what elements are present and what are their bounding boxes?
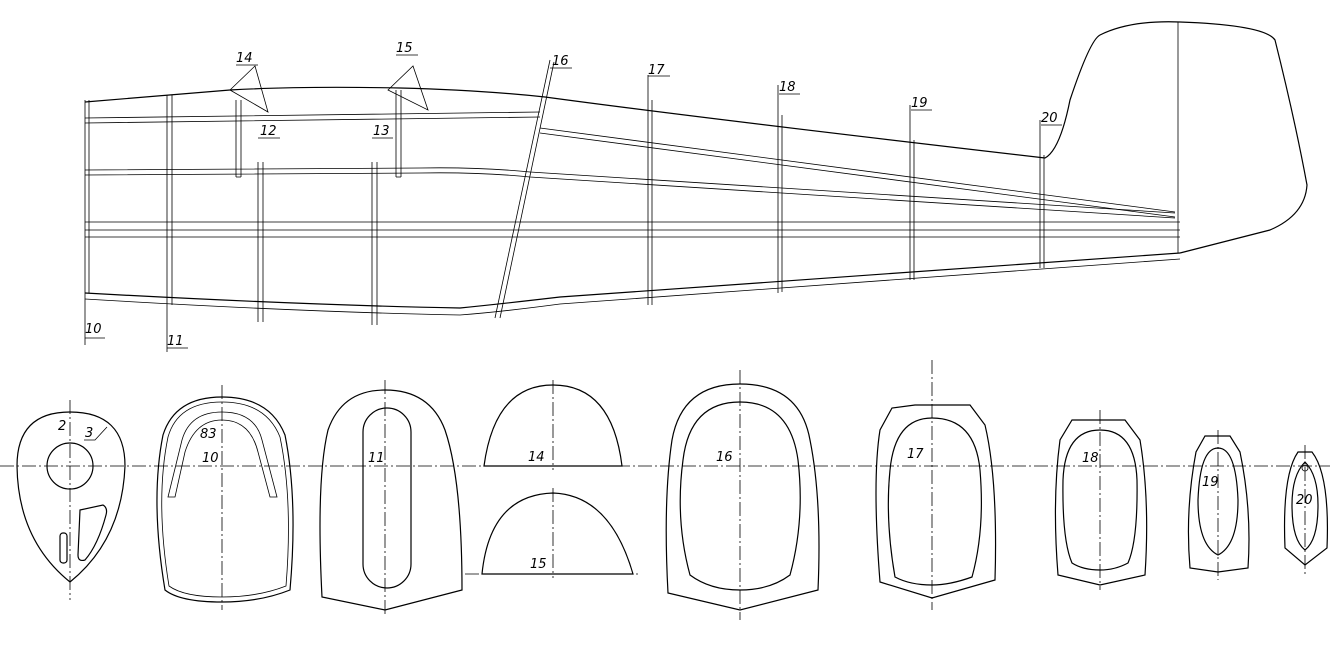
upper-longeron [84,111,1176,218]
former-label: 15 [530,557,547,572]
former-label: 18 [1082,451,1099,466]
former-19: 19 [1187,430,1250,580]
former-20: 20 [1283,445,1328,575]
station-label: 12 [260,124,277,139]
fuselage-bottom-inner [84,258,1181,316]
former-15: 15 [465,488,640,578]
horizontal-lines [85,221,1180,238]
station-label: 14 [236,51,253,66]
station-lines [84,59,1045,352]
station-label: 13 [373,124,390,139]
part-label: 3 [85,426,93,441]
former-17: 17 [875,360,997,610]
former-label: 2 [58,419,66,434]
former-label: 19 [1202,475,1219,490]
station-label: 19 [911,96,928,111]
fuselage-top-outline [84,21,1308,254]
former-label: 17 [907,447,924,462]
former-label: 20 [1296,493,1313,508]
station-label: 15 [396,41,413,56]
former-11: 11 [319,380,463,615]
station-label: 18 [779,80,796,95]
former-10: 83 10 [156,385,294,610]
former-label: 11 [368,451,385,466]
former-label: 10 [202,451,219,466]
former-label: 16 [716,450,733,465]
fuselage-bottom-outline [84,252,1181,309]
station-label: 16 [552,54,569,69]
former-2: 2 3 [16,400,126,600]
station-label: 17 [648,63,665,78]
former-label: 14 [528,450,545,465]
former-16: 16 [665,370,820,620]
station-labels: 10 11 12 13 14 15 16 17 18 19 20 [85,41,1062,349]
station-label: 20 [1041,111,1058,126]
side-view: 10 11 12 13 14 15 16 17 18 19 20 [84,21,1308,352]
former-14: 14 [483,380,623,470]
part-label: 83 [200,427,217,442]
former-18: 18 [1054,410,1148,590]
station-label: 11 [167,334,184,349]
mid-longeron [84,167,1176,219]
station-label: 10 [85,322,102,337]
